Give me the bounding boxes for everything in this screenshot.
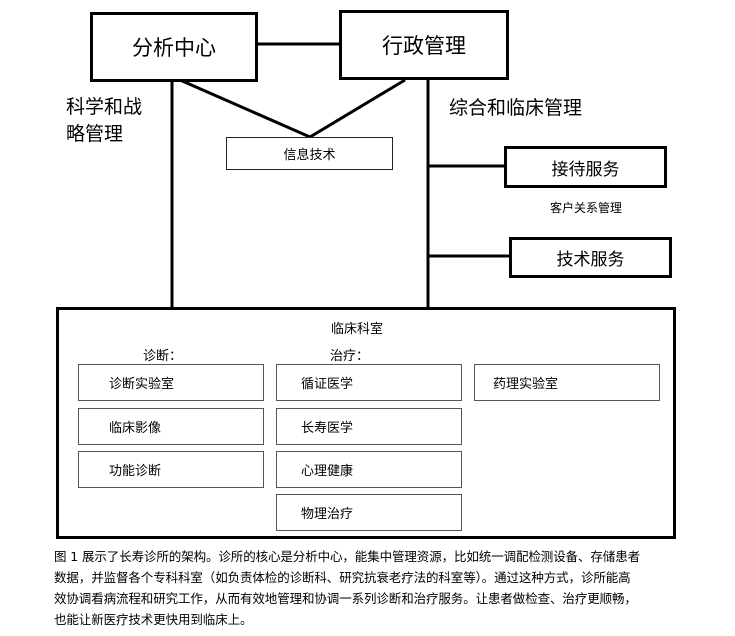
treatment-item-longevity: 长寿医学 (276, 408, 462, 445)
admin-node: 行政管理 (339, 10, 509, 80)
treatment-item-mental: 心理健康 (276, 451, 462, 488)
edge-analysis-it (179, 78, 311, 139)
figure-caption: 图 1 展示了长寿诊所的架构。诊所的核心是分析中心，能集中管理资源，比如统一调配… (54, 546, 694, 630)
reception-label: 接待服务 (551, 159, 620, 180)
caption-line-2: 数据，并监督各个专科科室（如负责体检的诊断科、研究抗衰老疗法的科室等）。通过这种… (54, 570, 631, 585)
treatment-item-evidence: 循证医学 (276, 364, 462, 401)
science-strategy-line-1: 科学和战 (66, 96, 143, 118)
diagnosis-title: 诊断： (143, 349, 183, 364)
it-node: 信息技术 (226, 137, 393, 170)
analysis-center-node: 分析中心 (90, 12, 258, 82)
treatment-item-physio: 物理治疗 (276, 494, 462, 531)
pharmacy-lab: 药理实验室 (474, 364, 660, 401)
treatment-title: 治疗： (330, 349, 370, 364)
tech-service-node: 技术服务 (509, 237, 672, 278)
caption-line-3: 效协调看病流程和研究工作，从而有效地管理和协调一系列诊断和治疗服务。让患者做检查… (54, 591, 637, 606)
caption-line-4: 也能让新医疗技术更快用到临床上。 (54, 612, 253, 627)
edge-admin-it (309, 78, 406, 139)
science-strategy-label: 科学和战 略管理 (66, 94, 142, 148)
analysis-center-label: 分析中心 (132, 36, 216, 60)
tech-service-label: 技术服务 (556, 250, 625, 270)
integrated-clinical-label: 综合和临床管理 (449, 97, 583, 119)
it-label: 信息技术 (283, 148, 336, 163)
reception-node: 接待服务 (504, 146, 667, 188)
diagnosis-item-functional: 功能诊断 (78, 451, 264, 488)
diagnosis-item-lab: 诊断实验室 (78, 364, 264, 401)
crm-label: 客户关系管理 (550, 201, 623, 215)
admin-label: 行政管理 (382, 34, 466, 58)
science-strategy-line-2: 略管理 (66, 123, 124, 145)
clinic-title: 临床科室 (331, 322, 384, 337)
caption-line-1: 图 1 展示了长寿诊所的架构。诊所的核心是分析中心，能集中管理资源，比如统一调配… (54, 549, 641, 564)
diagnosis-item-imaging: 临床影像 (78, 408, 264, 445)
